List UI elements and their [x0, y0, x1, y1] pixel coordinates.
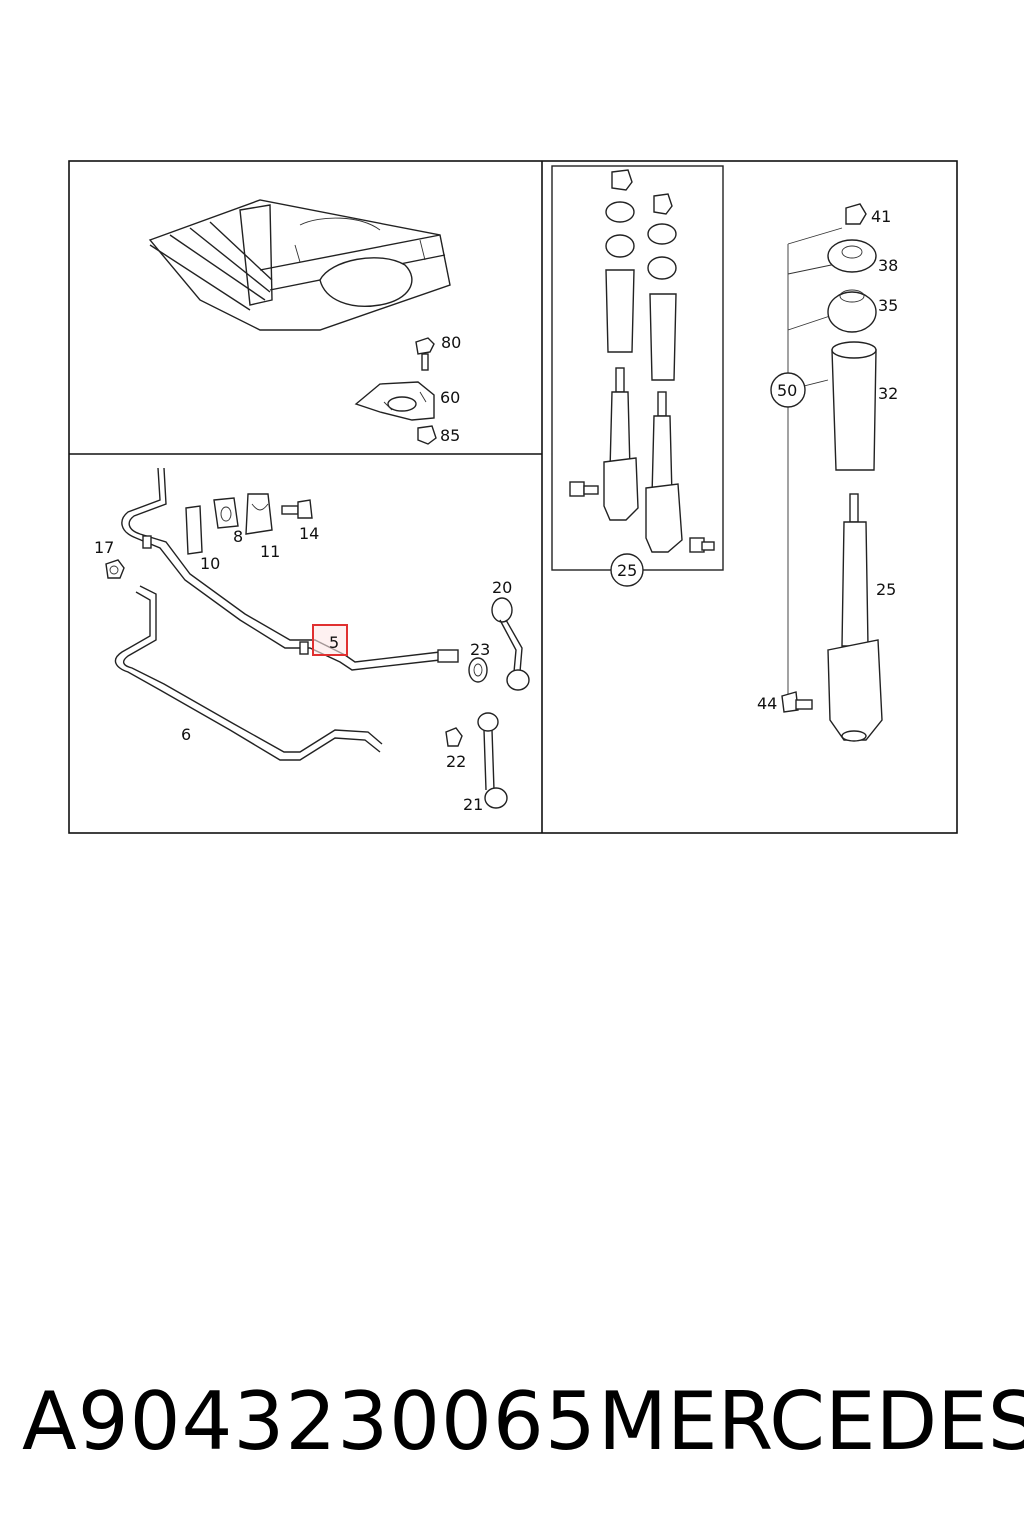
- callout-32: 32: [878, 384, 898, 403]
- callout-11: 11: [260, 542, 280, 561]
- callout-80: 80: [441, 333, 461, 352]
- callout-35: 35: [878, 296, 898, 315]
- callout-22: 22: [446, 752, 466, 771]
- callout-60: 60: [440, 388, 460, 407]
- callout-85: 85: [440, 426, 460, 445]
- stabilizer-bar-5: [121, 467, 459, 671]
- callout-17: 17: [94, 538, 114, 557]
- link-20: [491, 597, 530, 691]
- callout-5: 5: [329, 633, 339, 652]
- shock-kit-left-column: [569, 169, 639, 521]
- mount-bracket-60: [354, 381, 435, 421]
- callout-circle-50: [770, 372, 806, 408]
- shock-absorber-25: [827, 493, 883, 742]
- bushing-8: [213, 497, 239, 529]
- callout-14: 14: [299, 524, 319, 543]
- callout-circle-25a: [610, 553, 644, 587]
- callout-38: 38: [878, 256, 898, 275]
- bushing-23: [468, 657, 488, 683]
- chassis-frame-illustration: [148, 199, 451, 331]
- shock-kit-right-column: [645, 193, 715, 553]
- bump-stop-35: [827, 289, 877, 333]
- link-21: [477, 712, 508, 809]
- diagram-frame: [68, 160, 958, 834]
- brand-name: MERCEDES: [598, 1375, 1024, 1468]
- callout-21: 21: [463, 795, 483, 814]
- dust-boot-32: [831, 341, 877, 471]
- highlight-part-5: [312, 624, 348, 656]
- part-number: A9043230065: [22, 1375, 597, 1468]
- bolt-80: [415, 337, 435, 371]
- callout-6: 6: [181, 725, 191, 744]
- callout-25a: 25: [617, 561, 637, 580]
- callout-50: 50: [777, 381, 797, 400]
- nut-17: [105, 559, 125, 579]
- clamp-plate-10: [185, 505, 203, 555]
- callout-23: 23: [470, 640, 490, 659]
- nut-41: [845, 203, 867, 225]
- footer: A9043230065 MERCEDES: [0, 1372, 1024, 1482]
- parts-diagram: 80 60 85 5 10 8 11 14: [68, 160, 958, 834]
- callout-10: 10: [200, 554, 220, 573]
- callout-25b: 25: [876, 580, 896, 599]
- nut-22: [445, 727, 463, 747]
- mount-38: [827, 239, 877, 273]
- callout-41: 41: [871, 207, 891, 226]
- bushing-85: [417, 425, 437, 445]
- bolt-14: [281, 499, 313, 519]
- callout-44: 44: [757, 694, 777, 713]
- callout-20: 20: [492, 578, 512, 597]
- bolt-44: [781, 691, 813, 713]
- callout-8: 8: [233, 527, 243, 546]
- leader-bracket-50: [787, 227, 843, 711]
- stabilizer-bar-6: [114, 585, 383, 761]
- bracket-11: [245, 493, 273, 535]
